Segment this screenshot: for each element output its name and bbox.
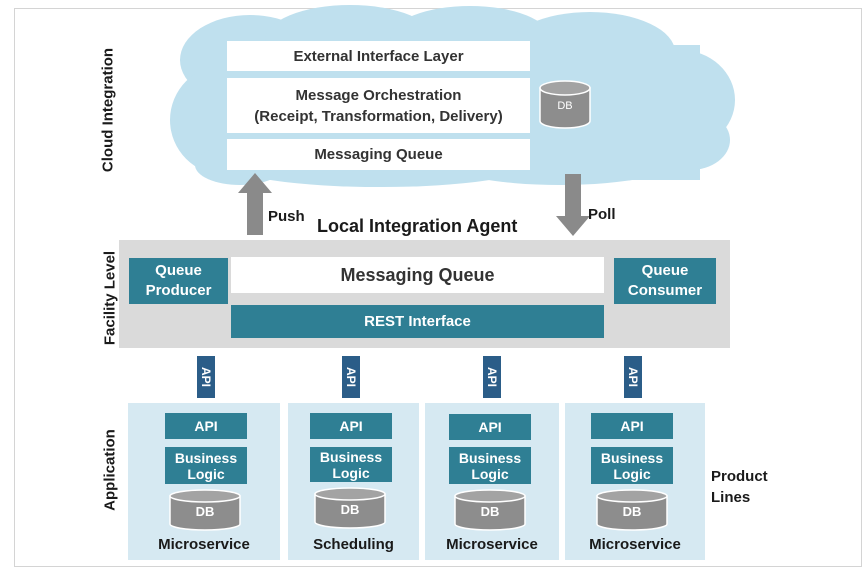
panel-db-cylinder: DB (169, 489, 241, 531)
orchestration-title: Message Orchestration (295, 86, 462, 104)
business-logic-line2: Logic (187, 465, 225, 482)
panel-caption: Microservice (446, 536, 538, 553)
queue-consumer-line1: Queue (641, 262, 689, 279)
queue-producer: Queue Producer (129, 258, 228, 304)
business-logic-line2: Logic (332, 464, 370, 481)
application-panel: API Business Logic DB Microservice (128, 403, 280, 560)
queue-producer-line2: Producer (145, 282, 212, 299)
api-connector-label: API (485, 366, 499, 388)
push-label: Push (268, 208, 305, 225)
panel-db-label: DB (622, 504, 642, 519)
external-interface-label: External Interface Layer (293, 47, 464, 65)
panel-db-label: DB (480, 504, 500, 519)
facility-messaging-queue: Messaging Queue (231, 257, 604, 293)
api-connector: API (342, 356, 360, 398)
application-panel: API Business Logic DB Microservice (565, 403, 705, 560)
panel-db-label: DB (195, 504, 215, 519)
cylinder-icon (169, 489, 241, 531)
business-logic-line1: Business (319, 448, 383, 465)
panel-api-label: API (478, 419, 502, 435)
cylinder-icon (314, 487, 386, 529)
panel-db-label: DB (340, 502, 360, 517)
business-logic-line1: Business (458, 449, 522, 466)
panel-api-box: API (310, 413, 392, 439)
panel-db-cylinder: DB (596, 489, 668, 531)
panel-api-box: API (591, 413, 673, 439)
rest-interface: REST Interface (231, 305, 604, 338)
cylinder-icon (539, 80, 591, 129)
cylinder-icon (596, 489, 668, 531)
panel-caption: Microservice (158, 536, 250, 553)
product-lines-line1: Product (711, 468, 768, 485)
business-logic-line2: Logic (613, 465, 651, 482)
message-orchestration: Message Orchestration (Receipt, Transfor… (227, 78, 530, 133)
panel-caption: Scheduling (313, 536, 394, 553)
application-panel: API Business Logic DB Scheduling (288, 403, 419, 560)
business-logic-line1: Business (174, 449, 238, 466)
rest-interface-label: REST Interface (364, 313, 471, 330)
panel-api-label: API (620, 418, 644, 434)
cloud-messaging-queue-label: Messaging Queue (314, 146, 443, 163)
cloud-messaging-queue: Messaging Queue (227, 139, 530, 170)
api-connector: API (624, 356, 642, 398)
cloud-db-cylinder: DB (539, 80, 591, 130)
external-interface-layer: External Interface Layer (227, 41, 530, 71)
queue-producer-line1: Queue (155, 262, 202, 279)
business-logic-box: Business Logic (165, 447, 247, 484)
panel-api-label: API (339, 418, 363, 434)
business-logic-box: Business Logic (449, 447, 531, 484)
queue-consumer: Queue Consumer (614, 258, 716, 304)
panel-api-box: API (449, 414, 531, 440)
api-connector: API (483, 356, 501, 398)
panel-caption: Microservice (589, 536, 681, 553)
orchestration-subtitle: (Receipt, Transformation, Delivery) (254, 107, 503, 125)
panel-api-label: API (194, 418, 218, 434)
panel-db-cylinder: DB (314, 487, 386, 529)
push-arrow (238, 173, 272, 235)
api-connector-label: API (199, 366, 213, 388)
application-panel: API Business Logic DB Microservice (425, 403, 559, 560)
panel-db-cylinder: DB (454, 489, 526, 531)
business-logic-line1: Business (600, 449, 664, 466)
product-lines-line2: Lines (711, 489, 751, 506)
facility-messaging-queue-label: Messaging Queue (340, 264, 495, 285)
queue-consumer-line2: Consumer (627, 282, 703, 299)
cloud-db-label: DB (557, 100, 573, 112)
business-logic-box: Business Logic (591, 447, 673, 484)
business-logic-box: Business Logic (310, 447, 392, 482)
api-connector-label: API (626, 366, 640, 388)
local-integration-agent-title: Local Integration Agent (317, 216, 518, 236)
cylinder-icon (454, 489, 526, 531)
business-logic-line2: Logic (471, 465, 509, 482)
api-connector: API (197, 356, 215, 398)
poll-label: Poll (588, 206, 616, 223)
product-lines-label: Product Lines (711, 466, 768, 508)
diagram-frame (14, 8, 862, 567)
api-connector-label: API (344, 366, 358, 388)
panel-api-box: API (165, 413, 247, 439)
poll-arrow (556, 174, 590, 236)
